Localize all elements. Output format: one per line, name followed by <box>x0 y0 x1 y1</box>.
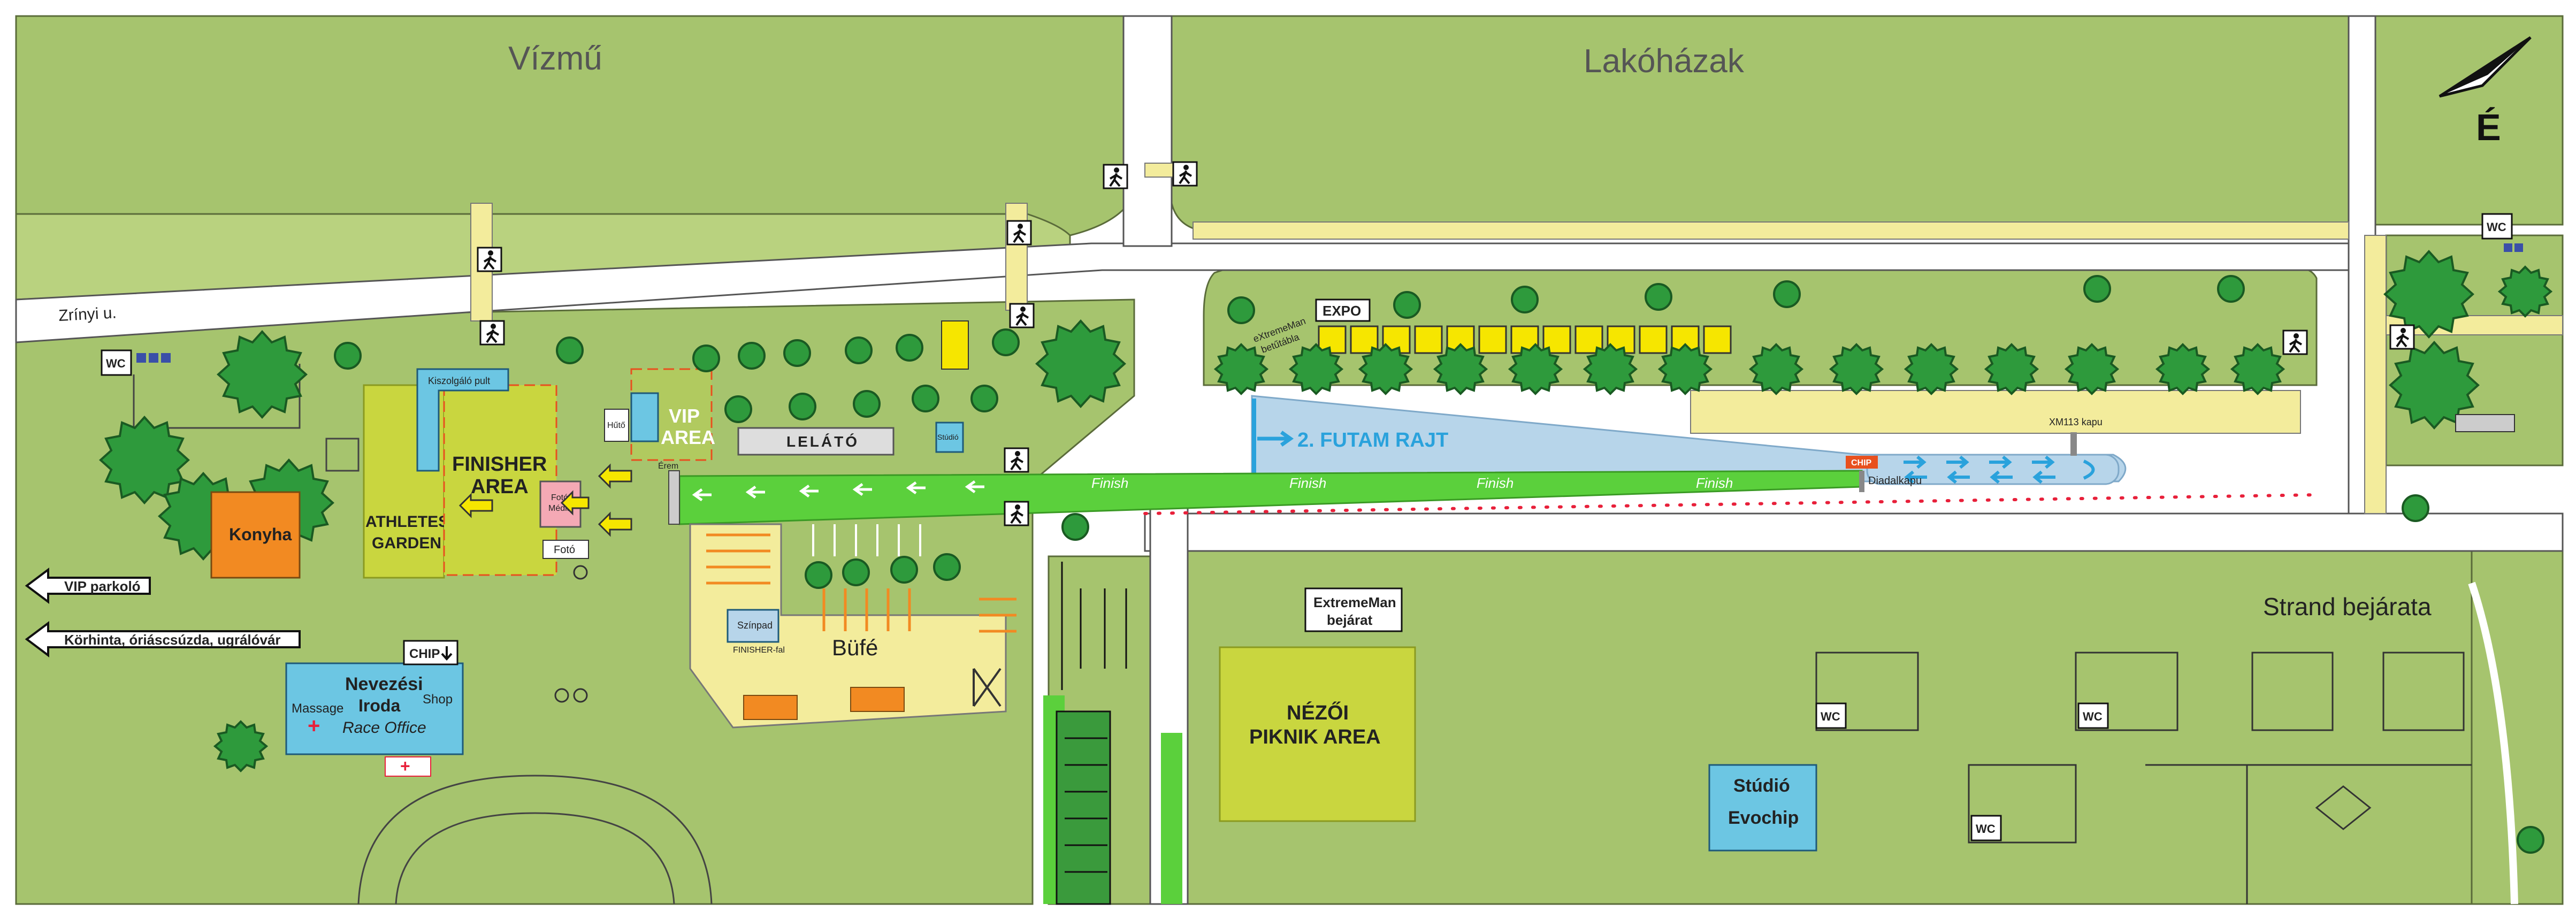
race-route-dotted <box>1143 493 2318 515</box>
race-office-label: Race Office <box>342 719 426 737</box>
xm-kapu-label: XM113 kapu <box>2049 417 2103 427</box>
extrememan-bejarat-label-2: bejárat <box>1327 612 1373 628</box>
piknik-label-2: PIKNIK AREA <box>1249 726 1381 748</box>
wc-label: WC <box>106 357 126 370</box>
bottom-right-area: ExtremeMan bejárat NÉZŐI PIKNIK AREA WC … <box>1219 587 2472 904</box>
szinpad-label: Színpad <box>737 620 773 631</box>
start-arrow <box>1257 431 1294 447</box>
finish-label: Finish <box>1477 475 1514 491</box>
right-area: WC Strand bejárata <box>1061 213 2552 905</box>
vip-parking-label: VIP parkoló <box>64 578 141 594</box>
athletes-garden-label-2: GARDEN <box>372 534 441 552</box>
finisher-area-label-1: FINISHER <box>452 453 547 476</box>
expo-area: EXPO eXtremeMan betűtábla <box>1214 275 2284 395</box>
finish-label: Finish <box>1289 475 1326 491</box>
studio-small-label: Stúdió <box>937 433 959 441</box>
finish-strip-extension-2 <box>1161 733 1182 904</box>
wc-label: WC <box>1976 822 1996 836</box>
finisher-fal-label: FINISHER-fal <box>733 646 785 655</box>
kiszolgalo-label: Kiszolgáló pult <box>428 376 490 386</box>
vizmu-label: Vízmű <box>508 40 602 77</box>
nevezesi-label-1: Nevezési <box>345 674 423 694</box>
vip-area-label-1: VIP <box>669 405 700 427</box>
wc-label: WC <box>2083 710 2103 723</box>
vip-parking-sign: VIP parkoló <box>25 568 151 604</box>
rides-label: Körhinta, óriáscsúzda, ugrálóvár <box>64 632 281 648</box>
chip-label: CHIP <box>409 647 440 661</box>
lane-markings <box>1056 562 1127 905</box>
finish-label: Finish <box>1091 475 1128 491</box>
finish-label: Finish <box>1696 475 1733 491</box>
chute-turnaround <box>1866 454 2120 485</box>
lakohazak-label: Lakóházak <box>1584 43 1745 80</box>
wc-label: WC <box>2487 220 2506 234</box>
vip-area-label-2: AREA <box>661 426 715 448</box>
wc-label: WC <box>1821 710 1840 723</box>
expo-label: EXPO <box>1323 303 1361 319</box>
athletes-garden-label-1: ATHLETES' <box>365 513 453 531</box>
bufe-label: Büfé <box>832 635 878 660</box>
erem-label: Érem <box>658 461 678 471</box>
massage-label: Massage <box>292 701 343 716</box>
shop-label: Shop <box>423 692 453 707</box>
strand-entrance-label: Strand bejárata <box>2263 593 2432 621</box>
left-area: WC Konyha ATHLETES' GARDEN FINISHER AREA… <box>100 320 1126 905</box>
lelato-label: LELÁTÓ <box>786 433 859 450</box>
finish-direction-arrows <box>692 480 984 502</box>
chip-gate <box>1846 456 1878 469</box>
futam-rajt-label: 2. FUTAM RAJT <box>1297 429 1448 451</box>
compass-label: É <box>2476 106 2501 148</box>
north-compass: É <box>2439 36 2532 148</box>
chip-gate-label: CHIP <box>1851 458 1872 468</box>
first-aid-small-icon: + <box>400 756 410 776</box>
nevezesi-label-2: Iroda <box>358 696 400 715</box>
foto-label: Fotó <box>554 544 575 556</box>
piknik-label-1: NÉZŐI <box>1287 701 1349 724</box>
extrememan-bejarat-label-1: ExtremeMan <box>1313 594 1396 610</box>
hutes-label: Hűtő <box>607 421 625 430</box>
finish-labels: Finish Finish Finish Finish <box>1091 475 1733 491</box>
first-aid-icon: + <box>308 714 320 738</box>
diadalkapu-label: Diadalkapu <box>1868 475 1922 487</box>
studio-evochip-label-2: Evochip <box>1728 808 1799 828</box>
studio-evochip-label-1: Stúdió <box>1733 776 1790 796</box>
rides-sign: Körhinta, óriáscsúzda, ugrálóvár <box>25 621 301 657</box>
street-label: Zrínyi u. <box>58 304 117 325</box>
finisher-area-label-2: AREA <box>471 476 529 498</box>
start-line <box>1252 399 1256 476</box>
konyha-label: Konyha <box>229 525 292 544</box>
